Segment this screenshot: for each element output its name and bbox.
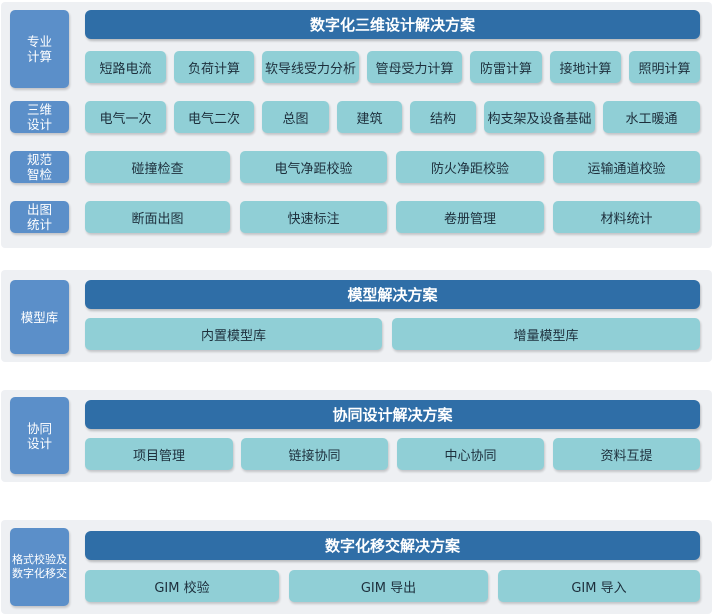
- side-label-format-check-handover: 格式校验及 数字化移交: [10, 528, 69, 606]
- section-header-collaboration: 协同设计解决方案: [85, 400, 700, 429]
- item-project-management[interactable]: 项目管理: [85, 438, 233, 470]
- item-material-stats[interactable]: 材料统计: [553, 201, 700, 233]
- section-header-model: 模型解决方案: [85, 280, 700, 309]
- item-volume-management[interactable]: 卷册管理: [396, 201, 544, 233]
- item-link-collaboration[interactable]: 链接协同: [241, 438, 388, 470]
- item-supports-foundation[interactable]: 构支架及设备基础: [484, 101, 595, 133]
- item-load-calc[interactable]: 负荷计算: [174, 51, 254, 83]
- item-gim-export[interactable]: GIM 导出: [289, 570, 488, 602]
- side-label-3d-design: 三维 设计: [10, 101, 69, 133]
- item-hvac-water[interactable]: 水工暖通: [603, 101, 700, 133]
- item-gim-check[interactable]: GIM 校验: [85, 570, 279, 602]
- side-label-code-check: 规范 智检: [10, 151, 69, 183]
- section-header-digital-handover: 数字化移交解决方案: [85, 531, 700, 560]
- item-general-layout[interactable]: 总图: [262, 101, 329, 133]
- item-short-circuit[interactable]: 短路电流: [85, 51, 166, 83]
- item-electrical-clearance[interactable]: 电气净距校验: [240, 151, 387, 183]
- item-lightning-calc[interactable]: 防雷计算: [470, 51, 542, 83]
- item-lighting-calc[interactable]: 照明计算: [629, 51, 700, 83]
- item-collision-check[interactable]: 碰撞检查: [85, 151, 230, 183]
- item-primary-electrical[interactable]: 电气一次: [85, 101, 166, 133]
- item-transport-check[interactable]: 运输通道校验: [553, 151, 700, 183]
- side-label-specialty-calc: 专业 计算: [10, 10, 69, 88]
- item-quick-annotation[interactable]: 快速标注: [240, 201, 387, 233]
- side-label-drawing-stats: 出图 统计: [10, 201, 69, 233]
- item-architecture[interactable]: 建筑: [337, 101, 402, 133]
- section-header-3d-design: 数字化三维设计解决方案: [85, 10, 700, 39]
- item-builtin-model-library[interactable]: 内置模型库: [85, 318, 382, 350]
- item-structure[interactable]: 结构: [410, 101, 476, 133]
- item-secondary-electrical[interactable]: 电气二次: [174, 101, 254, 133]
- item-grounding-calc[interactable]: 接地计算: [550, 51, 621, 83]
- item-incremental-model-library[interactable]: 增量模型库: [392, 318, 700, 350]
- side-label-model-library: 模型库: [10, 280, 69, 354]
- item-data-exchange[interactable]: 资料互提: [553, 438, 700, 470]
- item-soft-conductor[interactable]: 软导线受力分析: [262, 51, 359, 83]
- side-label-collaborative-design: 协同 设计: [10, 397, 69, 474]
- item-busbar-force[interactable]: 管母受力计算: [367, 51, 462, 83]
- item-gim-import[interactable]: GIM 导入: [498, 570, 700, 602]
- item-section-drawing[interactable]: 断面出图: [85, 201, 230, 233]
- item-center-collaboration[interactable]: 中心协同: [397, 438, 544, 470]
- item-fire-clearance[interactable]: 防火净距校验: [396, 151, 544, 183]
